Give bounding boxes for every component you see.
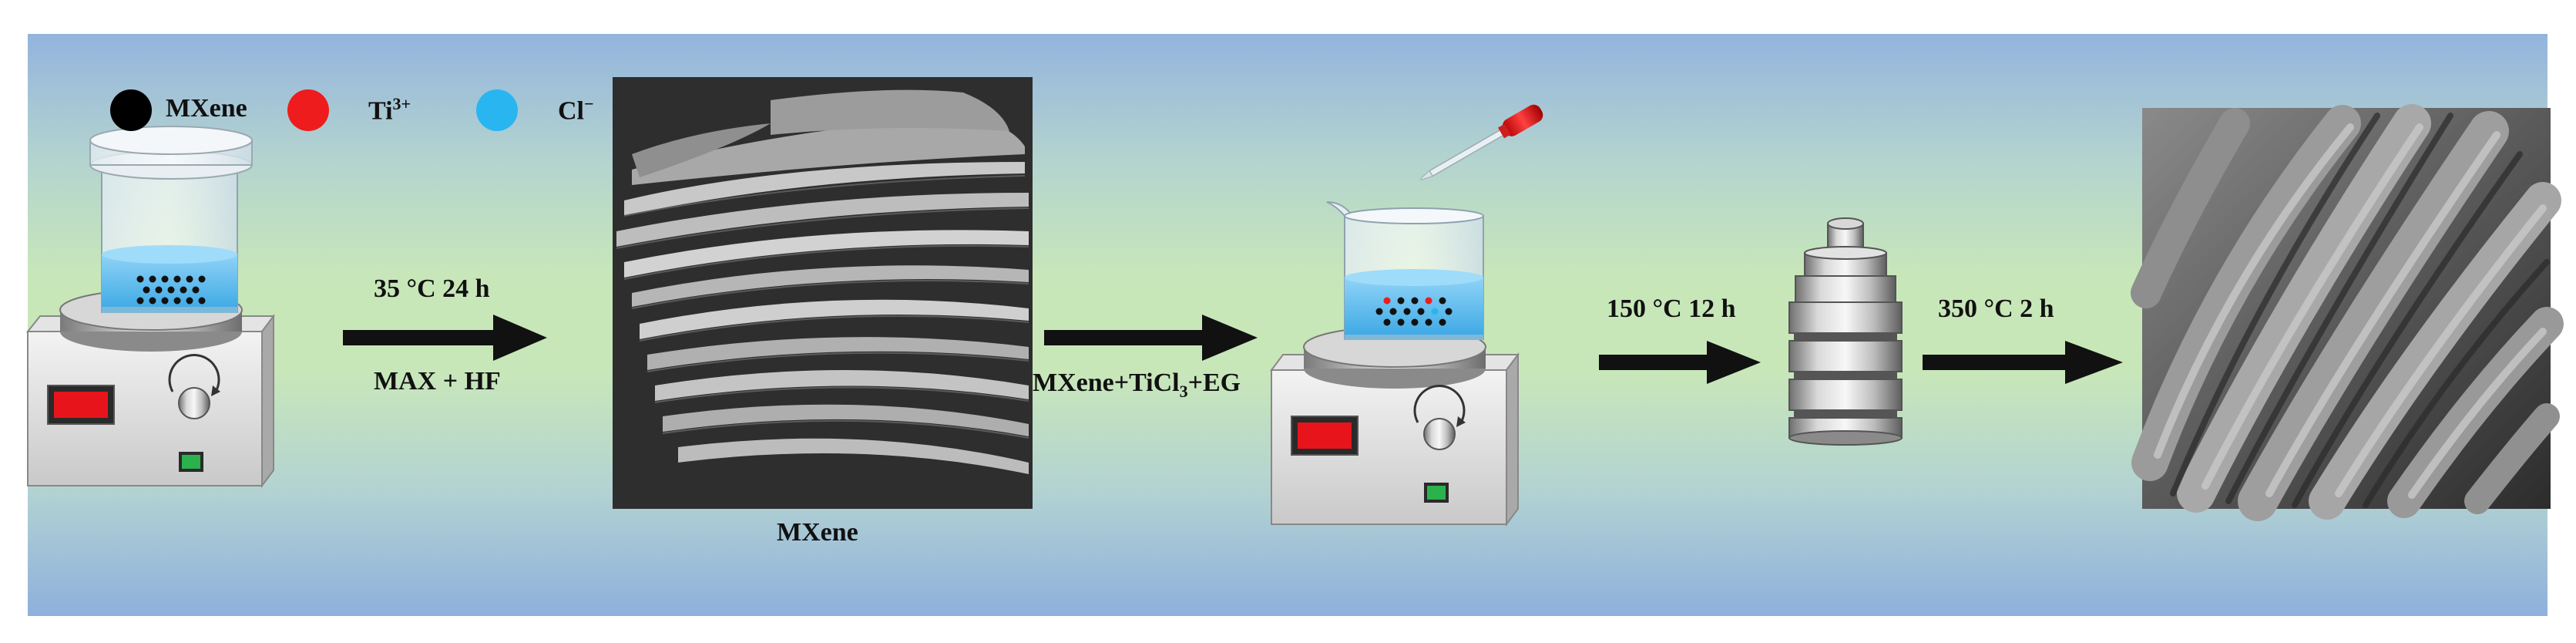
legend-dot-ti [287,89,329,131]
display-red-1 [54,392,108,418]
legend-dot-cl [476,89,518,131]
legend-ti-charge: 3+ [392,94,411,113]
hot-plate-stirrer-1 [25,289,275,488]
step2-subscript: 3 [1179,381,1188,401]
legend-label-cl: Cl− [558,94,594,126]
step2-suffix: +EG [1187,369,1241,397]
covered-beaker-1 [89,126,253,313]
legend-ti-text: Ti [368,96,393,126]
step3-condition-label: 150 °C 12 h [1607,295,1736,323]
arrow-1 [343,315,547,361]
sem-image-mxene [613,77,1033,509]
step2-prefix: MXene+TiCl [1033,369,1180,397]
mxene-particles-1 [136,275,206,305]
legend-cl-text: Cl [558,96,584,126]
beaker-2 [1326,201,1484,340]
step4-condition-label: 350 °C 2 h [1938,295,2054,323]
step1-reagent-label: MAX + HF [374,367,501,396]
step1-condition-label: 35 °C 24 h [374,274,490,303]
display-red-2 [1298,422,1352,449]
legend-label-ti: Ti3+ [368,94,411,126]
step2-reagent-label: MXene+TiCl3+EG [1033,369,1241,402]
dropper-icon [1419,104,1543,180]
arrow-2 [1044,315,1258,361]
arrow-4 [1923,341,2123,384]
indicator-green-2 [1427,486,1446,500]
legend-label-mxene: MXene [166,94,247,123]
indicator-green-1 [182,455,200,469]
mixed-particles-2 [1375,297,1453,326]
sem1-caption: MXene [777,518,858,547]
sem-image-product [2131,104,2564,521]
legend-mxene-text: MXene [166,94,247,123]
hot-plate-stirrer-2 [1270,326,1520,527]
legend-cl-charge: − [584,94,594,113]
autoclave-icon [1788,217,1903,446]
legend-dot-mxene [110,89,152,131]
arrow-3 [1599,341,1761,384]
